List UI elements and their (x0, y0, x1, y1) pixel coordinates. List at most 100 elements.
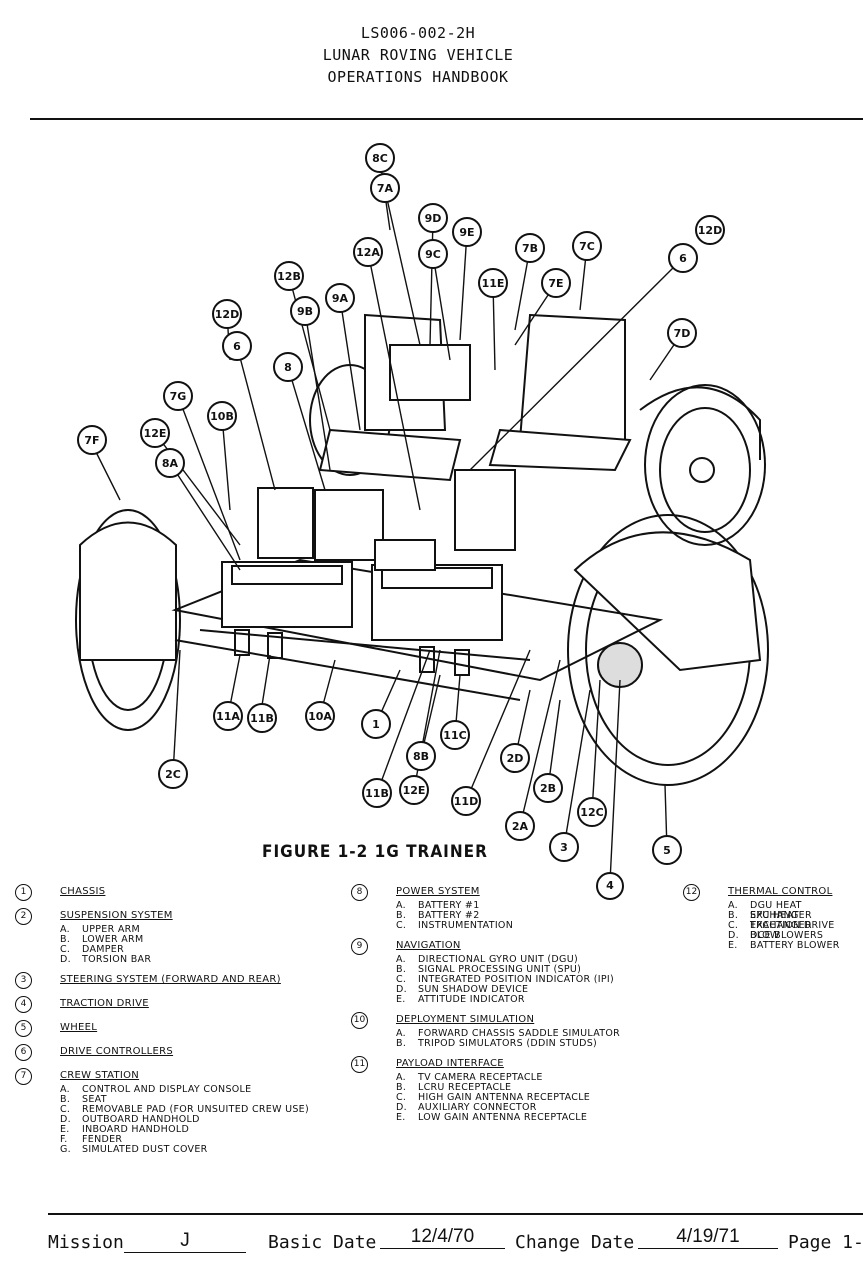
legend-item-letter: C. (60, 944, 71, 955)
legend-section-title: CREW STATION (60, 1070, 140, 1081)
legend-item-letter: A. (728, 900, 738, 911)
callout-11D: 11D (451, 786, 481, 816)
document-header: LS006-002-2H LUNAR ROVING VEHICLE OPERAT… (0, 22, 836, 88)
document-number: LS006-002-2H (360, 24, 476, 42)
svg-text:6: 6 (233, 340, 241, 353)
legend-item-letter: E. (396, 994, 406, 1005)
svg-text:12A: 12A (356, 246, 380, 259)
legend-item-letter: D. (60, 1114, 71, 1125)
legend-item: A.BATTERY #1 (396, 901, 648, 911)
legend-item: A.UPPER ARM (60, 925, 342, 935)
svg-text:12E: 12E (144, 427, 167, 440)
legend-item: B.SPU HEAT EXCHANGER (728, 911, 863, 931)
svg-text:9D: 9D (425, 212, 442, 225)
legend-item-letter: C. (396, 920, 407, 931)
legend-item-text: DCE BLOWERS (750, 930, 824, 941)
legend-number-badge: 11 (351, 1056, 368, 1073)
legend-section-title: CHASSIS (60, 886, 106, 897)
basic-date-value: 12/4/70 (380, 1226, 505, 1249)
legend-item-letter: E. (60, 1124, 70, 1135)
callout-12D-left: 12D (212, 299, 242, 329)
callout-6-right: 6 (668, 243, 698, 273)
legend-item: C.INTEGRATED POSITION INDICATOR (IPI) (396, 975, 648, 985)
callout-1: 1 (361, 709, 391, 739)
legend-item-letter: A. (396, 1072, 406, 1083)
svg-text:7D: 7D (674, 327, 691, 340)
svg-text:12D: 12D (215, 308, 239, 321)
svg-text:5: 5 (663, 844, 671, 857)
svg-text:9C: 9C (425, 248, 441, 261)
legend-item: E.LOW GAIN ANTENNA RECEPTACLE (396, 1113, 648, 1123)
callout-6-left: 6 (222, 331, 252, 361)
legend-item: C.DAMPER (60, 945, 342, 955)
callout-7A: 7A (370, 173, 400, 203)
svg-text:8A: 8A (162, 457, 179, 470)
legend-item: B.TRIPOD SIMULATORS (DDIN STUDS) (396, 1039, 648, 1049)
legend-item-text: SUN SHADOW DEVICE (418, 984, 529, 995)
callout-10A: 10A (305, 701, 335, 731)
svg-text:12D: 12D (698, 224, 722, 237)
legend-number-badge: 1 (15, 884, 32, 901)
legend-item-text: BATTERY #1 (418, 900, 480, 911)
svg-text:3: 3 (560, 841, 568, 854)
legend-item-letter: A. (396, 954, 406, 965)
legend-item: A.TV CAMERA RECEPTACLE (396, 1073, 648, 1083)
legend-item-text: LOWER ARM (82, 934, 144, 945)
callout-group: 8C 7A 9D 9E 9C 12A 7B 7C 12D 6 11E 7E 12… (77, 143, 725, 865)
legend-item-text: TRACTION DRIVE BLOW (750, 920, 835, 941)
header-rule (30, 118, 863, 120)
svg-text:2A: 2A (512, 820, 529, 833)
legend-item-letter: B. (396, 1082, 407, 1093)
footer: Mission J Basic Date 12/4/70 Change Date… (48, 1226, 863, 1258)
svg-text:12B: 12B (277, 270, 301, 283)
callout-9D: 9D (418, 203, 448, 233)
callout-2D: 2D (500, 743, 530, 773)
legend-section-title: POWER SYSTEM (396, 886, 480, 897)
legend-item-letter: F. (60, 1134, 68, 1145)
callout-8C: 8C (365, 143, 395, 173)
svg-text:7A: 7A (377, 182, 394, 195)
basic-date-label: Basic Date (268, 1232, 377, 1253)
svg-text:9B: 9B (297, 305, 313, 318)
callout-11B-lower: 11B (362, 778, 392, 808)
svg-text:11B: 11B (250, 712, 274, 725)
legend-item-text: SPU HEAT EXCHANGER (750, 910, 812, 931)
legend-item-letter: A. (60, 1084, 70, 1095)
legend-number-badge: 2 (15, 908, 32, 925)
svg-text:12C: 12C (580, 806, 603, 819)
legend-item: C. TRACTION DRIVE BLOW (728, 920, 863, 941)
callout-5: 5 (652, 835, 682, 865)
footer-rule (48, 1213, 863, 1215)
svg-text:8C: 8C (372, 152, 388, 165)
callout-8: 8 (273, 352, 303, 382)
legend-item-text: BATTERY BLOWER (750, 940, 840, 951)
callout-7E: 7E (541, 268, 571, 298)
callout-12C: 12C (577, 797, 607, 827)
legend-item: E.ATTITUDE INDICATOR (396, 995, 648, 1005)
legend-item-letter: D. (396, 984, 407, 995)
legend-item-letter: C. (728, 920, 739, 931)
svg-text:7G: 7G (170, 390, 187, 403)
legend-item: G.SIMULATED DUST COVER (60, 1145, 342, 1155)
svg-text:1: 1 (372, 718, 380, 731)
svg-text:7E: 7E (548, 277, 563, 290)
legend-item-text: OUTBOARD HANDHOLD (82, 1114, 200, 1125)
svg-text:6: 6 (679, 252, 687, 265)
legend-item: C.REMOVABLE PAD (FOR UNSUITED CREW USE) (60, 1105, 342, 1115)
document-subtitle: OPERATIONS HANDBOOK (327, 68, 509, 86)
callout-8B: 8B (406, 741, 436, 771)
callout-2C: 2C (158, 759, 188, 789)
legend-section-title: NAVIGATION (396, 940, 461, 951)
legend-number-badge: 3 (15, 972, 32, 989)
legend-item-text: LOW GAIN ANTENNA RECEPTACLE (418, 1112, 588, 1123)
legend-item: B.LCRU RECEPTACLE (396, 1083, 648, 1093)
legend-item-text: CONTROL AND DISPLAY CONSOLE (82, 1084, 252, 1095)
legend-item: E.BATTERY BLOWER (728, 941, 863, 951)
legend-item-text: FENDER (82, 1134, 123, 1145)
legend-number-badge: 10 (351, 1012, 368, 1029)
